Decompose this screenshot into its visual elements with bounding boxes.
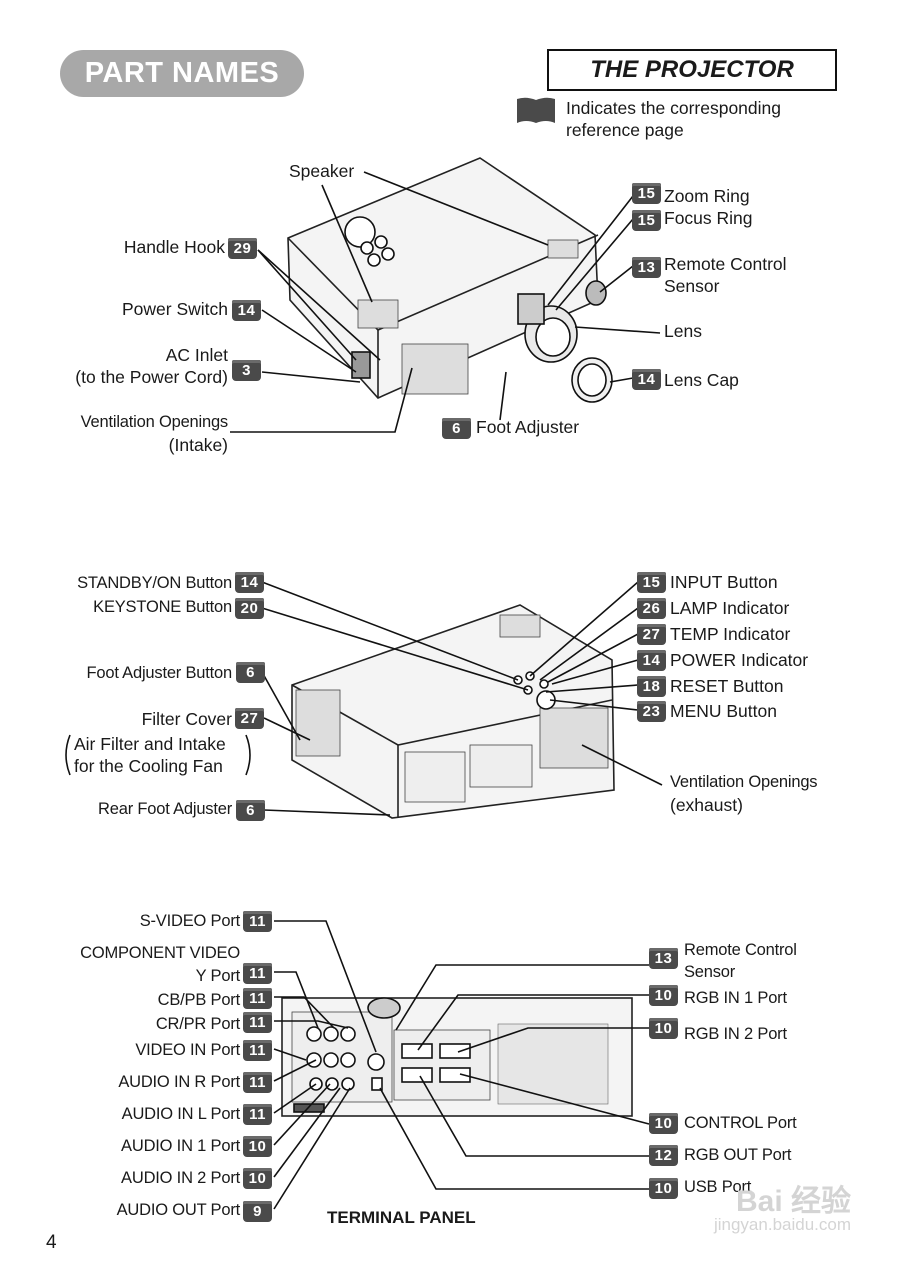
page-ref-badge: 6 xyxy=(442,418,471,439)
book-icon xyxy=(517,97,555,123)
label-rgb-out-port: RGB OUT Port xyxy=(684,1146,792,1164)
page-ref-badge: 27 xyxy=(637,624,666,645)
label-rear-foot-adjuster: Rear Foot Adjuster xyxy=(98,800,232,818)
label-audio-out-port: AUDIO OUT Port xyxy=(116,1201,241,1219)
label-remote-sensor: Remote Control xyxy=(664,254,787,274)
page-ref-badge: 11 xyxy=(243,1072,272,1093)
label-menu-button: MENU Button xyxy=(670,701,777,721)
page-ref-badge: 10 xyxy=(649,1178,678,1199)
page-ref-badge: 15 xyxy=(632,183,661,204)
label-audio-in-2-port: AUDIO IN 2 Port xyxy=(121,1169,240,1187)
label-vent-intake: Ventilation Openings xyxy=(80,413,229,431)
page-ref-badge: 3 xyxy=(232,360,261,381)
label-rgb-in-1-port: RGB IN 1 Port xyxy=(684,989,787,1007)
label-filter-cover: Filter Cover xyxy=(141,709,232,729)
label-handle-hook: Handle Hook xyxy=(123,237,225,257)
page-ref-badge: 27 xyxy=(235,708,264,729)
page-ref-badge: 10 xyxy=(243,1136,272,1157)
page-ref-badge: 11 xyxy=(243,911,272,932)
projector-rear-view xyxy=(291,604,615,819)
label-keystone-button: KEYSTONE Button xyxy=(93,598,232,616)
label-remote-sensor-2: Sensor xyxy=(664,276,720,296)
label-control-port: CONTROL Port xyxy=(684,1114,797,1132)
label-lens: Lens xyxy=(664,321,702,341)
legend-text: Indicates the corresponding reference pa… xyxy=(566,98,781,140)
label-svideo-port: S-VIDEO Port xyxy=(139,912,240,930)
label-audio-in-r-port: AUDIO IN R Port xyxy=(118,1073,240,1091)
label-usb-port: USB Port xyxy=(684,1178,752,1196)
label-foot-adjuster: Foot Adjuster xyxy=(476,417,580,437)
watermark-url: jingyan.baidu.com xyxy=(713,1215,851,1234)
page-ref-badge: 15 xyxy=(632,210,661,231)
page-ref-badge: 10 xyxy=(649,1113,678,1134)
label-component-y-port: Y Port xyxy=(195,967,241,985)
label-air-filter-2: for the Cooling Fan xyxy=(74,756,223,776)
label-cb-port: CB/PB Port xyxy=(157,991,241,1009)
label-cr-port: CR/PR Port xyxy=(155,1015,240,1033)
projector-front-view xyxy=(287,157,613,403)
page-ref-badge: 12 xyxy=(649,1145,678,1166)
label-lamp-indicator: LAMP Indicator xyxy=(670,598,790,618)
page-ref-badge: 14 xyxy=(235,572,264,593)
label-speaker: Speaker xyxy=(289,161,355,181)
watermark-logo: Bai 经验 xyxy=(735,1185,851,1218)
label-standby-button: STANDBY/ON Button xyxy=(77,574,232,592)
terminal-panel xyxy=(281,997,633,1117)
page-ref-badge: 10 xyxy=(649,985,678,1006)
label-ac-inlet-desc: (to the Power Cord) xyxy=(75,367,228,387)
label-reset-button: RESET Button xyxy=(670,676,784,696)
page-ref-badge: 26 xyxy=(637,598,666,619)
label-remote-control-sensor: Remote Control xyxy=(684,941,797,959)
page-ref-badge: 14 xyxy=(232,300,261,321)
label-ac-inlet: AC Inlet xyxy=(165,345,228,365)
label-lens-cap: Lens Cap xyxy=(664,370,739,390)
label-vent-exhaust: Ventilation Openings xyxy=(670,773,818,791)
label-foot-adjuster-button: Foot Adjuster Button xyxy=(86,664,232,682)
label-vent-exhaust-2: (exhaust) xyxy=(670,795,743,815)
page-ref-badge: 14 xyxy=(632,369,661,390)
terminal-panel-caption: TERMINAL PANEL xyxy=(327,1208,476,1227)
page-number: 4 xyxy=(46,1232,57,1253)
page-ref-badge: 13 xyxy=(632,257,661,278)
page-ref-badge: 29 xyxy=(228,238,257,259)
label-power-switch: Power Switch xyxy=(121,299,228,319)
page-ref-badge: 20 xyxy=(235,598,264,619)
page-title: THE PROJECTOR xyxy=(547,49,837,91)
page-ref-badge: 9 xyxy=(243,1201,272,1222)
page-ref-badge: 11 xyxy=(243,1104,272,1125)
page-ref-badge: 13 xyxy=(649,948,678,969)
label-temp-indicator: TEMP Indicator xyxy=(670,624,791,644)
page-ref-badge: 23 xyxy=(637,701,666,722)
page-ref-badge: 10 xyxy=(243,1168,272,1189)
section-title-pill: PART NAMES xyxy=(60,50,304,97)
page-ref-badge: 15 xyxy=(637,572,666,593)
label-zoom-ring: Zoom Ring xyxy=(664,186,750,206)
label-remote-control-sensor-2: Sensor xyxy=(684,963,736,981)
page-ref-badge: 11 xyxy=(243,988,272,1009)
page-ref-badge: 11 xyxy=(243,963,272,984)
label-input-button: INPUT Button xyxy=(670,572,778,592)
page-ref-badge: 18 xyxy=(637,676,666,697)
label-component-video: COMPONENT VIDEO xyxy=(80,944,240,962)
label-audio-in-l-port: AUDIO IN L Port xyxy=(121,1105,241,1123)
page-ref-badge: 11 xyxy=(243,1012,272,1033)
page-ref-badge: 14 xyxy=(637,650,666,671)
label-audio-in-1-port: AUDIO IN 1 Port xyxy=(121,1137,240,1155)
label-vent-intake-desc: (Intake) xyxy=(168,435,228,455)
label-rgb-in-2-port: RGB IN 2 Port xyxy=(684,1025,787,1043)
label-power-indicator: POWER Indicator xyxy=(670,650,809,670)
label-focus-ring: Focus Ring xyxy=(664,208,753,228)
page-ref-badge: 6 xyxy=(236,662,265,683)
page-ref-badge: 10 xyxy=(649,1018,678,1039)
page-ref-badge: 6 xyxy=(236,800,265,821)
label-video-in-port: VIDEO IN Port xyxy=(135,1041,240,1059)
page-ref-badge: 11 xyxy=(243,1040,272,1061)
label-air-filter: Air Filter and Intake xyxy=(74,734,226,754)
